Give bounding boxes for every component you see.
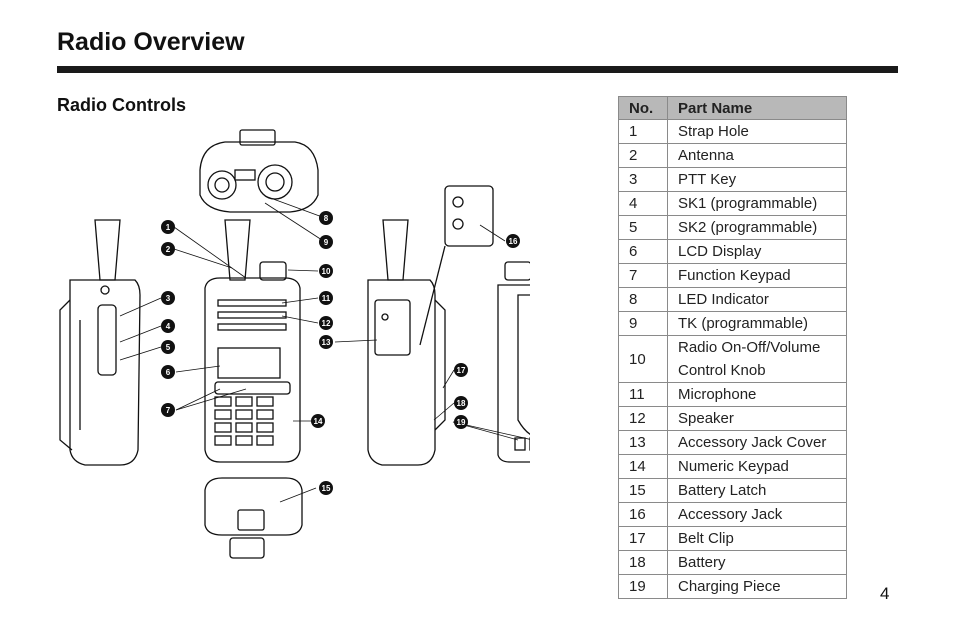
radio-top-view	[199, 129, 319, 213]
cell-part-name: Radio On-Off/Volume Control Knob	[667, 335, 847, 383]
cell-no: 18	[618, 550, 668, 575]
radio-left-side-view	[59, 219, 141, 466]
cell-no: 1	[618, 119, 668, 144]
callout-7: 7	[166, 406, 171, 415]
callout-6: 6	[166, 368, 171, 377]
radio-right-side-view	[367, 219, 446, 466]
cell-part-name: SK1 (programmable)	[667, 191, 847, 216]
cell-no: 14	[618, 454, 668, 479]
callout-3: 3	[166, 294, 171, 303]
cell-no: 13	[618, 430, 668, 455]
cell-part-name: Strap Hole	[667, 119, 847, 144]
cell-part-name: TK (programmable)	[667, 311, 847, 336]
cell-part-name: PTT Key	[667, 167, 847, 192]
cell-no: 11	[618, 382, 668, 407]
callout-4: 4	[166, 322, 171, 331]
table-header-row: No. Part Name	[618, 96, 847, 120]
cell-no: 4	[618, 191, 668, 216]
page-number: 4	[880, 584, 890, 603]
radio-bottom-view	[204, 477, 303, 559]
callout-10: 10	[322, 267, 331, 276]
cell-no: 10	[618, 335, 668, 383]
cell-part-name: Microphone	[667, 382, 847, 407]
cell-part-name: Battery Latch	[667, 478, 847, 503]
page-title: Radio Overview	[57, 28, 245, 56]
cell-no: 12	[618, 406, 668, 431]
section-title: Radio Controls	[57, 95, 186, 115]
cell-no: 2	[618, 143, 668, 168]
callout-5: 5	[166, 343, 171, 352]
callout-12: 12	[322, 319, 331, 328]
cell-no: 19	[618, 574, 668, 599]
column-header-no: No.	[618, 96, 668, 120]
callout-1: 1	[166, 223, 171, 232]
radio-illustration: 1 2 3 4 5 6 7 8 9 10 11 12 13 14 15 16 1…	[59, 129, 530, 559]
callout-18: 18	[457, 399, 466, 408]
callout-13: 13	[322, 338, 331, 347]
callout-19: 19	[457, 418, 466, 427]
accessory-jack-detail	[419, 185, 494, 346]
column-header-part-name: Part Name	[667, 96, 847, 120]
cell-part-name: Accessory Jack	[667, 502, 847, 527]
cell-no: 6	[618, 239, 668, 264]
title-rule	[57, 66, 898, 73]
cell-no: 3	[618, 167, 668, 192]
radio-back-view	[497, 261, 530, 463]
callout-16: 16	[509, 237, 518, 246]
cell-part-name: LCD Display	[667, 239, 847, 264]
callout-15: 15	[322, 484, 331, 493]
cell-no: 17	[618, 526, 668, 551]
cell-part-name: Battery	[667, 550, 847, 575]
cell-part-name: Belt Clip	[667, 526, 847, 551]
cell-no: 15	[618, 478, 668, 503]
callout-17: 17	[457, 366, 466, 375]
cell-part-name: Function Keypad	[667, 263, 847, 288]
cell-part-name: Antenna	[667, 143, 847, 168]
callout-2: 2	[166, 245, 171, 254]
cell-part-name: Numeric Keypad	[667, 454, 847, 479]
cell-part-name: Accessory Jack Cover	[667, 430, 847, 455]
cell-no: 9	[618, 311, 668, 336]
cell-no: 5	[618, 215, 668, 240]
callout-9: 9	[324, 238, 329, 247]
cell-part-name: Charging Piece	[667, 574, 847, 599]
cell-no: 8	[618, 287, 668, 312]
callout-14: 14	[314, 417, 323, 426]
cell-part-name: Speaker	[667, 406, 847, 431]
callout-11: 11	[322, 294, 331, 303]
cell-no: 16	[618, 502, 668, 527]
cell-part-name: SK2 (programmable)	[667, 215, 847, 240]
cell-part-name: LED Indicator	[667, 287, 847, 312]
radio-front-view	[204, 219, 301, 463]
cell-no: 7	[618, 263, 668, 288]
callout-8: 8	[324, 214, 329, 223]
